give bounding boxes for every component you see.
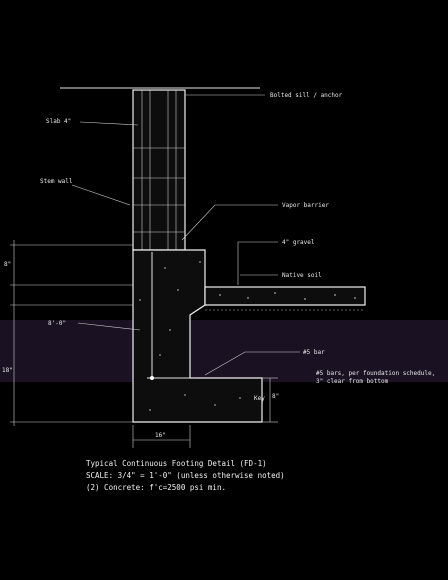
dim-footing-width: 16" bbox=[155, 432, 166, 439]
footing-note-line-2: 3" clear from bottom bbox=[316, 378, 389, 385]
callout-vapor: Vapor barrier bbox=[282, 202, 329, 209]
callout-soil: Native soil bbox=[282, 272, 322, 279]
caption-note: (2) Concrete: f'c=2500 psi min. bbox=[86, 483, 226, 492]
callout-slab: Slab 4" bbox=[46, 118, 71, 125]
caption-scale: SCALE: 3/4" = 1'-0" (unless otherwise no… bbox=[86, 471, 285, 480]
slab bbox=[204, 286, 366, 311]
footing bbox=[132, 249, 263, 423]
dimension-lines bbox=[10, 240, 278, 448]
callout-gravel: 4" gravel bbox=[282, 239, 315, 246]
dim-footing-depth: 8" bbox=[272, 393, 279, 400]
dim-top-height: 8" bbox=[4, 261, 11, 268]
soil-tint-band bbox=[0, 320, 448, 382]
footing-note-line-1: #5 bars, per foundation schedule, bbox=[316, 370, 435, 377]
stem-wall bbox=[132, 89, 186, 251]
callout-stem: Stem wall bbox=[40, 178, 73, 185]
callout-key: Key bbox=[254, 395, 265, 402]
leader-lines bbox=[71, 94, 300, 376]
callout-sill-anchor: Bolted sill / anchor bbox=[270, 92, 343, 99]
callout-rebar: #5 bar bbox=[303, 349, 325, 356]
callout-wall-height: 8'-0" bbox=[48, 320, 66, 327]
dim-depth: 18" bbox=[2, 367, 13, 374]
caption-title: Typical Continuous Footing Detail (FD-1) bbox=[86, 459, 267, 468]
